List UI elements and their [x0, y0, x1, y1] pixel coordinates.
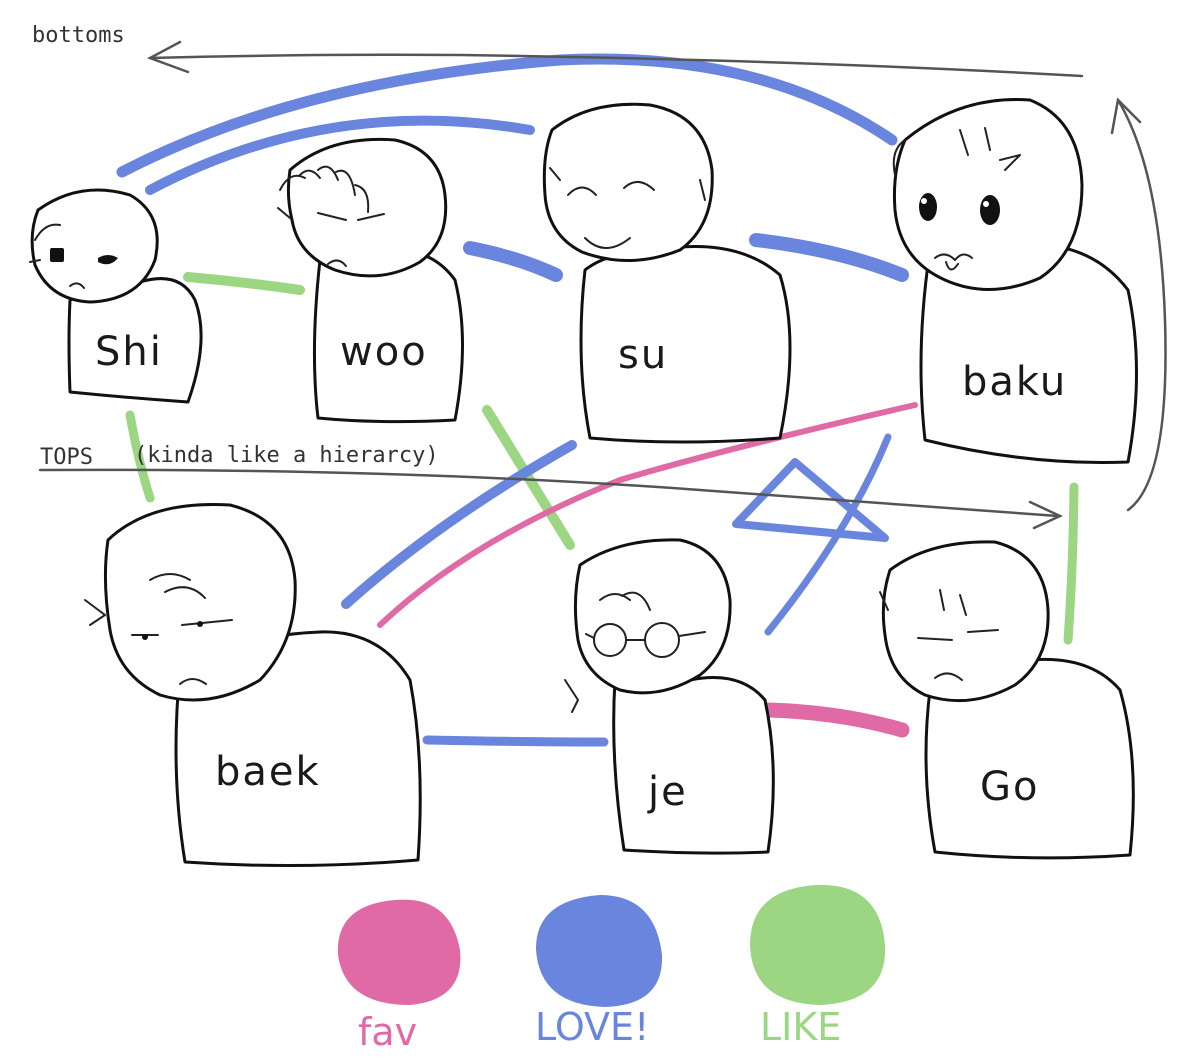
legend: fav LOVE! LIKE	[337, 884, 886, 1054]
shi-mouth	[69, 282, 85, 289]
love-line-woo-su	[463, 241, 563, 282]
su-body	[579, 245, 792, 444]
legend-label-love: LOVE!	[535, 1005, 649, 1049]
right-return-arrow	[1116, 98, 1167, 512]
baku-head	[892, 98, 1084, 292]
shi-eye-left	[50, 248, 64, 262]
like-line-shi-woo	[183, 272, 305, 295]
woo-head	[286, 137, 448, 278]
baek-name: baek	[215, 749, 321, 795]
bottoms-arrow-head	[146, 40, 190, 74]
shi-hair	[29, 223, 61, 263]
je-head	[573, 538, 732, 695]
su-hair	[549, 167, 706, 201]
shi-head	[30, 188, 159, 304]
hierarchy-arrows	[38, 40, 1167, 530]
love-line-su-baku	[749, 233, 909, 282]
character-baku: baku	[892, 98, 1138, 465]
character-su: su	[542, 102, 792, 444]
go-head	[881, 540, 1050, 703]
legend-swatch-fav	[337, 899, 461, 1005]
go-mouth	[934, 672, 963, 681]
go-hair	[879, 589, 967, 616]
su-head	[542, 102, 714, 263]
fav-line-je-go	[760, 702, 910, 738]
character-je: je	[564, 538, 775, 855]
go-eyes	[917, 629, 999, 641]
baku-name: baku	[962, 359, 1067, 405]
character-shi: Shi	[29, 188, 203, 404]
like-line-baku-go	[1063, 482, 1079, 645]
hierarchy-note: (kinda like a hierarcy)	[134, 443, 439, 468]
legend-label-fav: fav	[358, 1010, 417, 1054]
baku-eye-left	[919, 193, 937, 221]
woo-eyes	[317, 212, 385, 221]
love-line-baek-je	[422, 735, 609, 747]
shi-eye-right	[98, 255, 118, 265]
baek-pupil-right	[197, 621, 203, 627]
baek-mouth	[179, 678, 207, 685]
su-eyes	[567, 181, 655, 196]
baku-mouth	[934, 253, 973, 271]
like-line-shi-baek	[125, 410, 155, 503]
baku-eye-shine-left	[921, 198, 927, 204]
baek-head	[103, 502, 297, 702]
baku-eye-right	[980, 195, 1000, 225]
love-scribble-triangle	[732, 458, 889, 542]
legend-swatch-love	[535, 895, 663, 1007]
bottoms-arrow	[148, 53, 1084, 78]
shi-name: Shi	[95, 329, 163, 375]
fav-line-baku-baek	[377, 402, 918, 628]
love-line-shi-su	[145, 115, 535, 195]
je-body	[612, 673, 775, 855]
je-hair	[564, 591, 651, 713]
go-name: Go	[980, 764, 1039, 810]
baku-eye-shine-right	[983, 201, 989, 207]
su-name: su	[618, 332, 668, 378]
baku-hair	[892, 127, 1021, 176]
character-woo: woo	[277, 137, 464, 424]
tops-label: TOPS	[40, 445, 93, 470]
love-line-shi-baku	[116, 53, 898, 178]
character-baek: baek	[84, 502, 422, 868]
bottoms-label: bottoms	[32, 23, 125, 48]
tops-arrow	[38, 468, 1060, 518]
right-return-arrow-head	[1110, 97, 1142, 135]
baek-pupil-left	[142, 634, 148, 640]
woo-hair	[277, 165, 370, 219]
character-go: Go	[879, 540, 1135, 860]
legend-swatch-like	[750, 884, 886, 1005]
woo-name: woo	[340, 329, 428, 375]
legend-label-like: LIKE	[760, 1005, 841, 1049]
relationship-lines	[116, 53, 1079, 747]
love-line-su-baek	[341, 440, 577, 609]
su-smile	[584, 237, 631, 249]
je-glasses-bridge	[585, 631, 706, 641]
baek-hair	[84, 573, 206, 626]
woo-mouth	[327, 259, 347, 267]
tops-arrow-head	[1028, 500, 1063, 530]
je-name: je	[647, 769, 688, 815]
